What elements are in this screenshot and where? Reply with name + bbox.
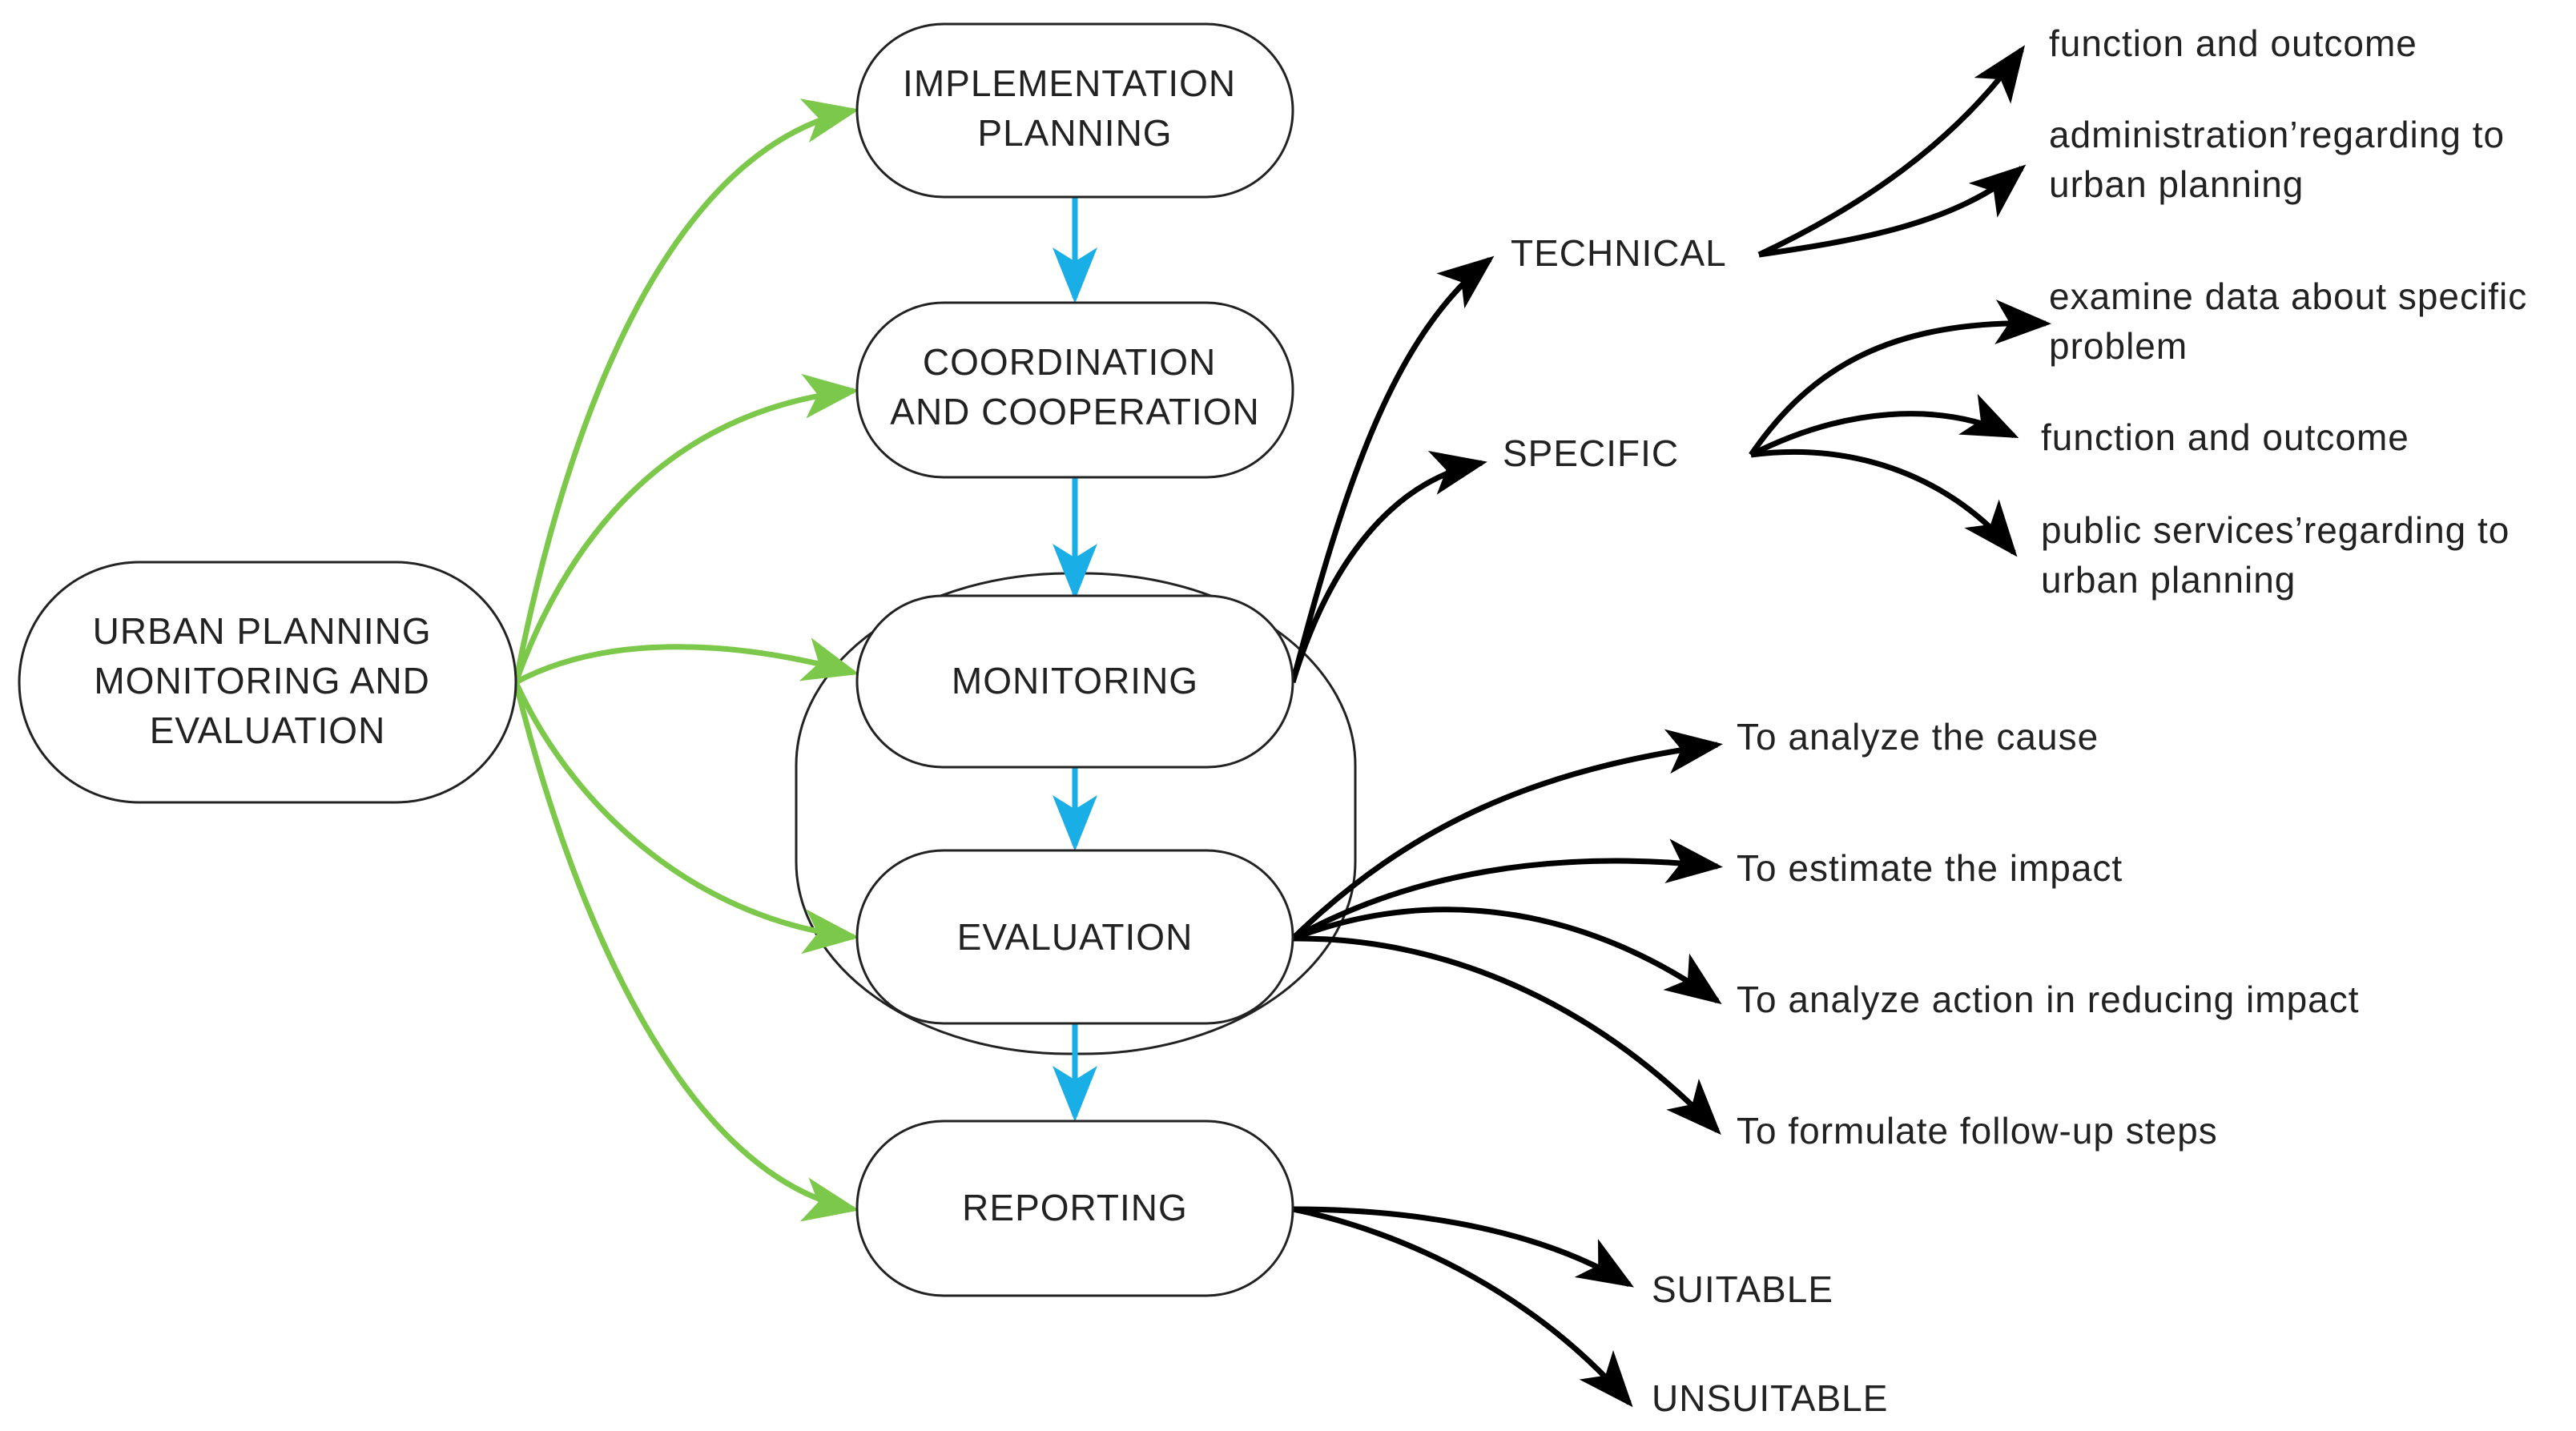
node-reporting-label: REPORTING (962, 1187, 1188, 1228)
label-specific-item-3-line-2: urban planning (2041, 559, 2296, 601)
node-implementation-label: IMPLEMENTATION PLANNING (903, 62, 1247, 154)
label-evaluation-item-4: To formulate follow-up steps (1737, 1110, 2218, 1152)
edge-root-reporting (513, 681, 859, 1222)
edge-monitoring-technical (1290, 255, 1495, 683)
label-technical-item-1-line-1: function and outcome (2049, 22, 2417, 64)
edge-evaluation-item-4 (1292, 935, 1721, 1136)
evaluation-edges (1290, 729, 1723, 1136)
node-implementation-line-1: IMPLEMENTATION (903, 62, 1236, 104)
monitoring-edges (1290, 45, 2051, 684)
node-root-line-3: EVALUATION (150, 709, 386, 751)
node-coordination-box (855, 301, 1294, 479)
edge-technical-item-1 (1757, 45, 2026, 258)
edge-evaluation-item-3 (1291, 906, 1722, 1005)
node-implementation-line-2: PLANNING (977, 112, 1172, 154)
node-implementation-planning: IMPLEMENTATION PLANNING (855, 22, 1294, 199)
node-coordination-line-2: AND COOPERATION (890, 391, 1259, 432)
edge-root-evaluation (513, 681, 859, 955)
reporting-edges (1292, 1206, 1634, 1408)
edge-specific-item-1 (1749, 299, 2051, 456)
node-coordination-cooperation: COORDINATION AND COOPERATION (855, 301, 1294, 479)
edge-monitoring-specific (1290, 450, 1487, 684)
edge-evaluation-item-2 (1291, 838, 1723, 942)
node-monitoring: MONITORING (855, 594, 1294, 769)
label-specific-item-1-line-1: examine data about specific (2049, 275, 2527, 317)
node-root-line-1: URBAN PLANNING (93, 610, 432, 652)
label-specific-item-3: public services’regarding to urban plann… (2041, 509, 2521, 601)
edge-root-coordination (513, 373, 859, 684)
edge-reporting-suitable (1292, 1206, 1634, 1288)
node-evaluation-label: EVALUATION (957, 916, 1193, 958)
node-root-label: URBAN PLANNING MONITORING AND EVALUATION (93, 610, 443, 751)
label-specific-item-3-line-1: public services’regarding to (2041, 509, 2510, 551)
label-specific-item-2-line-1: function and outcome (2041, 416, 2409, 458)
label-evaluation-item-1: To analyze the cause (1737, 716, 2099, 758)
edge-root-monitoring (514, 637, 859, 685)
label-specific-item-1-line-2: problem (2049, 325, 2188, 367)
node-evaluation: EVALUATION (855, 849, 1294, 1025)
edge-specific-item-3 (1750, 448, 2018, 557)
node-reporting-box (855, 1119, 1294, 1297)
label-technical-item-2-line-1: administration’regarding to (2049, 114, 2505, 155)
label-specific-item-1: examine data about specific problem (2049, 275, 2538, 367)
edge-evaluation-item-1 (1290, 729, 1723, 941)
edge-specific-item-2 (1749, 393, 2019, 458)
node-implementation-box (855, 22, 1294, 199)
edge-root-implementation (513, 98, 859, 683)
label-specific: SPECIFIC (1503, 432, 1679, 474)
node-coordination-line-1: COORDINATION (923, 341, 1216, 383)
label-technical-item-2: administration’regarding to urban planni… (2049, 114, 2516, 205)
edge-technical-item-2 (1758, 164, 2027, 258)
node-monitoring-box (855, 594, 1294, 769)
node-root: URBAN PLANNING MONITORING AND EVALUATION (18, 561, 517, 804)
edge-reporting-unsuitable (1292, 1206, 1633, 1408)
label-technical-item-2-line-2: urban planning (2049, 163, 2304, 205)
node-root-box (18, 561, 517, 804)
node-evaluation-box (855, 849, 1294, 1025)
label-evaluation-item-3: To analyze action in reducing impact (1737, 979, 2360, 1020)
label-reporting-unsuitable: UNSUITABLE (1652, 1377, 1888, 1419)
node-coordination-label: COORDINATION AND COOPERATION (890, 341, 1259, 432)
label-technical: TECHNICAL (1511, 232, 1727, 274)
root-edges (513, 98, 859, 1222)
label-evaluation-item-2: To estimate the impact (1737, 847, 2123, 889)
node-monitoring-label: MONITORING (952, 660, 1198, 701)
node-root-line-2: MONITORING AND (94, 660, 430, 701)
node-reporting: REPORTING (855, 1119, 1294, 1297)
label-specific-item-2: function and outcome (2041, 416, 2409, 458)
label-reporting-suitable: SUITABLE (1652, 1268, 1833, 1310)
label-technical-item-1: function and outcome (2049, 22, 2417, 64)
